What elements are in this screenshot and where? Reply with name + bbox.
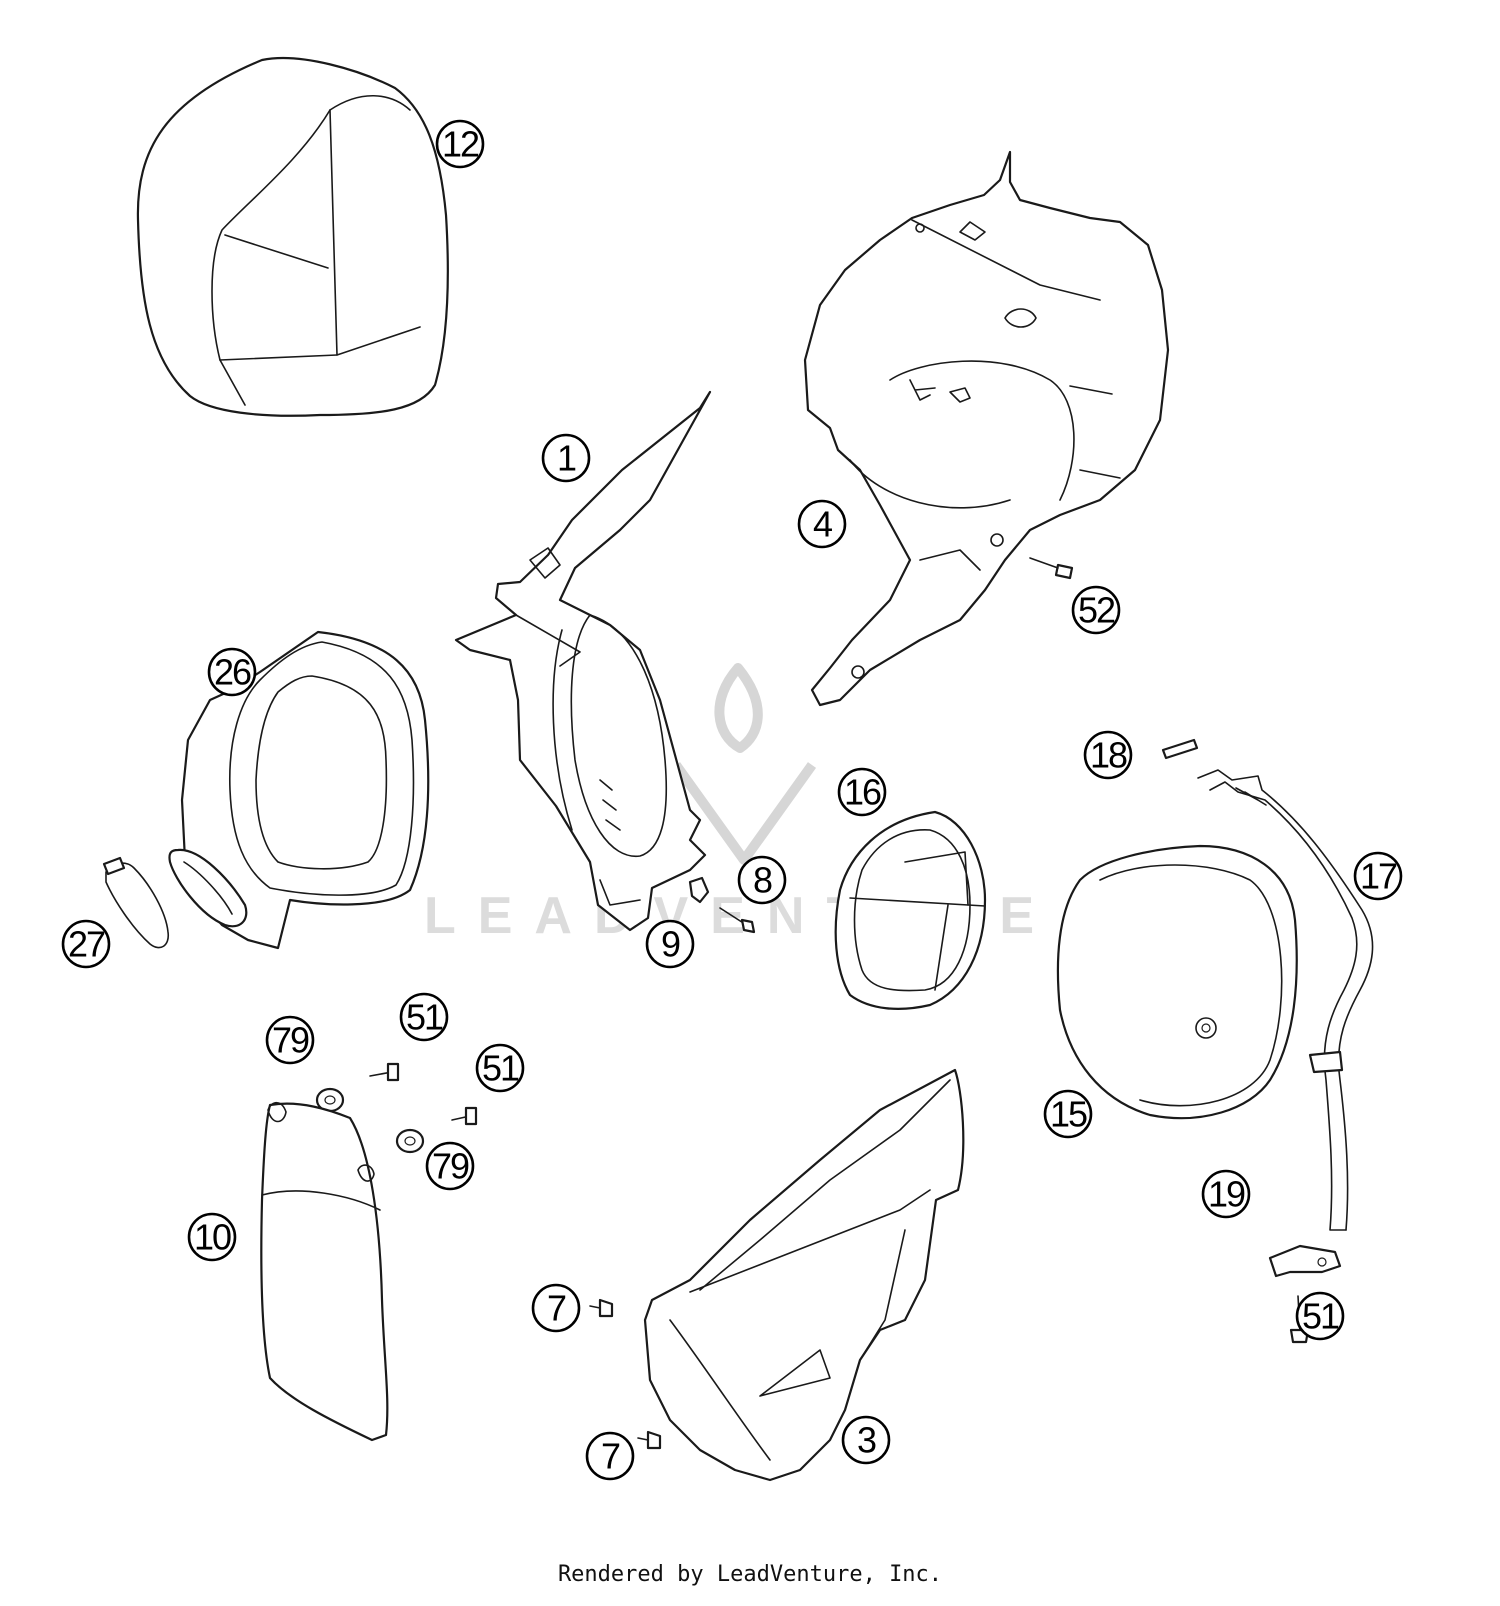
callout-26: 26	[207, 647, 257, 697]
svg-text:51: 51	[1302, 1296, 1339, 1337]
part-side-cover-3	[643, 1068, 965, 1482]
callout-16: 16	[837, 767, 887, 817]
callouts: 12 1 4 52 26 27 8 9	[61, 119, 1403, 1481]
callout-12: 12	[435, 119, 485, 169]
svg-text:8: 8	[753, 860, 772, 901]
svg-text:79: 79	[272, 1020, 309, 1061]
callout-10: 10	[187, 1212, 237, 1262]
svg-text:15: 15	[1050, 1094, 1087, 1135]
callout-52: 52	[1071, 585, 1121, 635]
callout-18: 18	[1083, 730, 1133, 780]
callout-79-upper: 79	[265, 1015, 315, 1065]
watermark-flame-icon	[714, 663, 763, 753]
svg-text:4: 4	[813, 504, 832, 545]
part-bolt-7-upper	[589, 1298, 614, 1318]
part-clip-9	[688, 876, 710, 904]
callout-3: 3	[841, 1415, 891, 1465]
svg-text:51: 51	[482, 1048, 519, 1089]
callout-8: 8	[737, 855, 787, 905]
svg-text:7: 7	[601, 1436, 620, 1477]
callout-51-middle: 51	[475, 1043, 525, 1093]
callout-17: 17	[1353, 851, 1403, 901]
callout-51-lower: 51	[1295, 1291, 1345, 1341]
part-filter-box-cover	[136, 56, 449, 417]
callout-9: 9	[645, 919, 695, 969]
part-washer-79-upper	[315, 1087, 345, 1113]
part-bolt-51-upper	[369, 1062, 400, 1082]
svg-text:79: 79	[432, 1146, 469, 1187]
footer-credit: Rendered by LeadVenture, Inc.	[557, 1562, 943, 1587]
svg-text:10: 10	[194, 1217, 231, 1258]
part-filter-cage	[834, 810, 987, 1010]
svg-text:52: 52	[1078, 590, 1115, 631]
svg-text:27: 27	[68, 924, 105, 965]
callout-15: 15	[1043, 1089, 1093, 1139]
watermark-chevron-icon	[671, 762, 817, 865]
svg-text:18: 18	[1090, 735, 1127, 776]
svg-text:3: 3	[857, 1420, 876, 1461]
part-bolt-7-lower	[637, 1430, 662, 1450]
svg-text:7: 7	[547, 1288, 566, 1329]
part-airbox-housing	[803, 150, 1170, 707]
callout-79-lower: 79	[425, 1141, 475, 1191]
part-washer-79-lower	[395, 1128, 425, 1154]
svg-text:12: 12	[442, 124, 479, 165]
svg-text:1: 1	[557, 438, 576, 479]
svg-text:17: 17	[1360, 856, 1397, 897]
callout-7-lower: 7	[585, 1431, 635, 1481]
callout-7-upper: 7	[531, 1283, 581, 1333]
callout-27: 27	[61, 919, 111, 969]
part-side-panel-10	[260, 1101, 389, 1442]
part-bracket-19	[1268, 1244, 1342, 1278]
callout-1: 1	[541, 433, 591, 483]
part-air-filter	[168, 630, 430, 950]
part-airbox-frame	[454, 390, 712, 932]
callout-51-upper: 51	[399, 992, 449, 1042]
svg-text:16: 16	[844, 772, 881, 813]
callout-19: 19	[1201, 1169, 1251, 1219]
part-hose-clamp	[102, 856, 170, 949]
svg-text:19: 19	[1208, 1174, 1245, 1215]
part-filter-disc	[1056, 844, 1298, 1120]
part-pin-8	[719, 907, 756, 934]
part-screw-52	[1029, 557, 1074, 580]
svg-text:26: 26	[214, 652, 251, 693]
svg-text:51: 51	[406, 997, 443, 1038]
part-filter-holder-wire	[1197, 769, 1374, 1231]
part-rubber-pin	[1161, 738, 1199, 760]
callout-4: 4	[797, 499, 847, 549]
svg-text:9: 9	[661, 924, 680, 965]
part-bolt-51-middle	[451, 1106, 478, 1126]
